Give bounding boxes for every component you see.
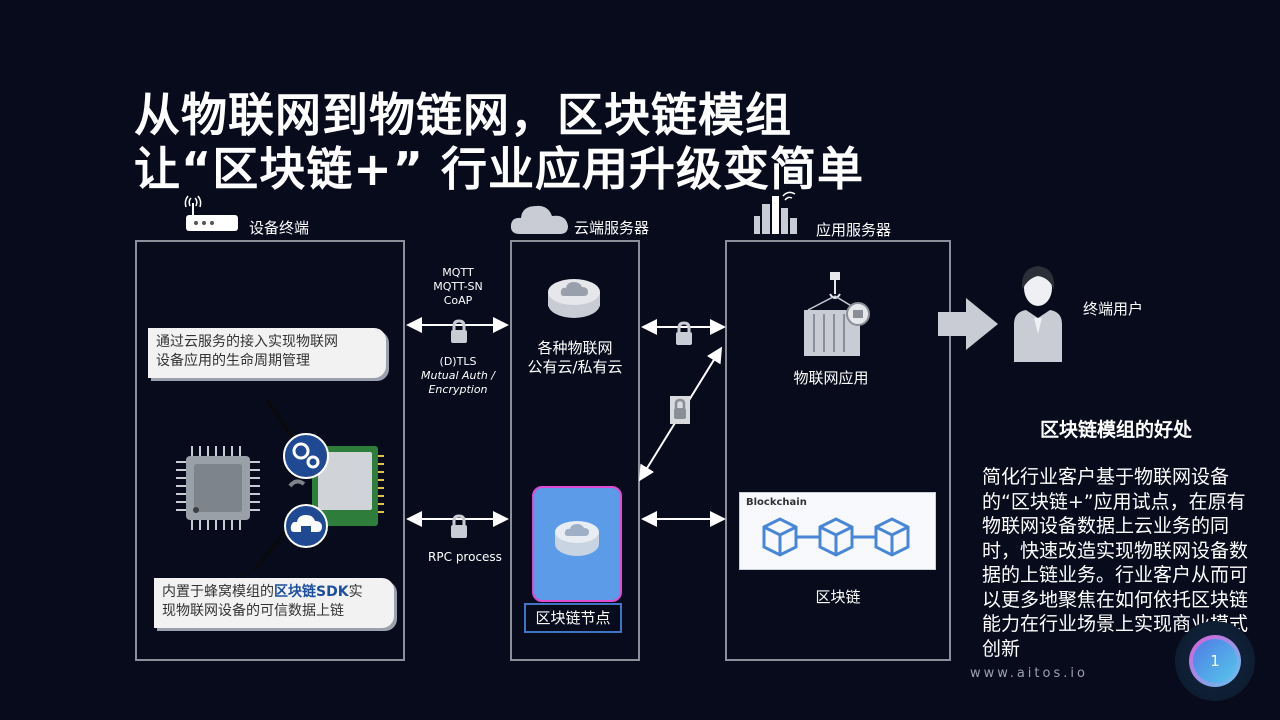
database-icon: [555, 521, 599, 556]
device-panel: [135, 240, 405, 661]
app-header: 应用服务器: [816, 221, 892, 239]
protocol-list: MQTT MQTT-SN CoAP: [433, 266, 483, 307]
blockchain-panel: Blockchain: [739, 492, 936, 570]
cloud-platform-label: 各种物联网 公有云/私有云: [527, 339, 623, 376]
benefits-body: 简化行业客户基于物联网设备的“区块链+”应用试点，在原有物联网设备数据上云业务的…: [982, 466, 1249, 660]
lock-icon: [670, 396, 690, 424]
sdk-highlight: 区块链SDK: [274, 584, 349, 600]
page-number: 1: [1193, 639, 1237, 683]
app-panel: [725, 240, 951, 661]
module-illustration: [176, 399, 384, 571]
router-icon: [184, 195, 238, 231]
sdk-callout: 内置于蜂窝模组的区块链SDK实 现物联网设备的可信数据上链: [154, 578, 394, 628]
database-icon: [548, 279, 600, 318]
cloud-header: 云端服务器: [574, 219, 650, 237]
cloud-icon: [510, 205, 568, 234]
user-icon: [1014, 266, 1062, 362]
website-url: www.aitos.io: [970, 666, 1088, 681]
lifecycle-callout: 通过云服务的接入实现物联网 设备应用的生命周期管理: [148, 328, 386, 378]
end-user-label: 终端用户: [1083, 300, 1144, 318]
gear-icon: [283, 433, 329, 479]
blockchain-cubes-icon: [762, 517, 910, 557]
title-line-2: 让“区块链+” 行业应用升级变简单: [134, 142, 865, 196]
title-line-1: 从物联网到物链网，区块链模组: [134, 88, 792, 142]
chip-icon: [176, 446, 260, 530]
blockchain-label: 区块链: [815, 588, 861, 606]
cloud-lock-icon: [284, 504, 328, 548]
blockchain-title: Blockchain: [746, 497, 807, 508]
security-label: (D)TLS Mutual Auth / Encryption: [420, 355, 496, 396]
lock-icon: [451, 319, 467, 343]
lock-icon: [676, 321, 692, 345]
benefits-title: 区块链模组的好处: [1040, 419, 1193, 441]
blockchain-node-label: 区块链节点: [524, 603, 622, 633]
container-crane-icon: [804, 272, 870, 356]
page-title: 从物联网到物链网，区块链模组 让“区块链+” 行业应用升级变简单: [134, 88, 864, 196]
page-number-badge: 1: [1175, 621, 1255, 701]
lock-icon: [451, 514, 467, 538]
arrow-right-icon: [938, 298, 998, 350]
city-icon: [754, 191, 797, 234]
iot-app-label: 物联网应用: [793, 369, 869, 387]
blockchain-node-box: [532, 486, 622, 602]
rpc-label: RPC process: [428, 550, 502, 564]
device-header: 设备终端: [249, 219, 310, 237]
